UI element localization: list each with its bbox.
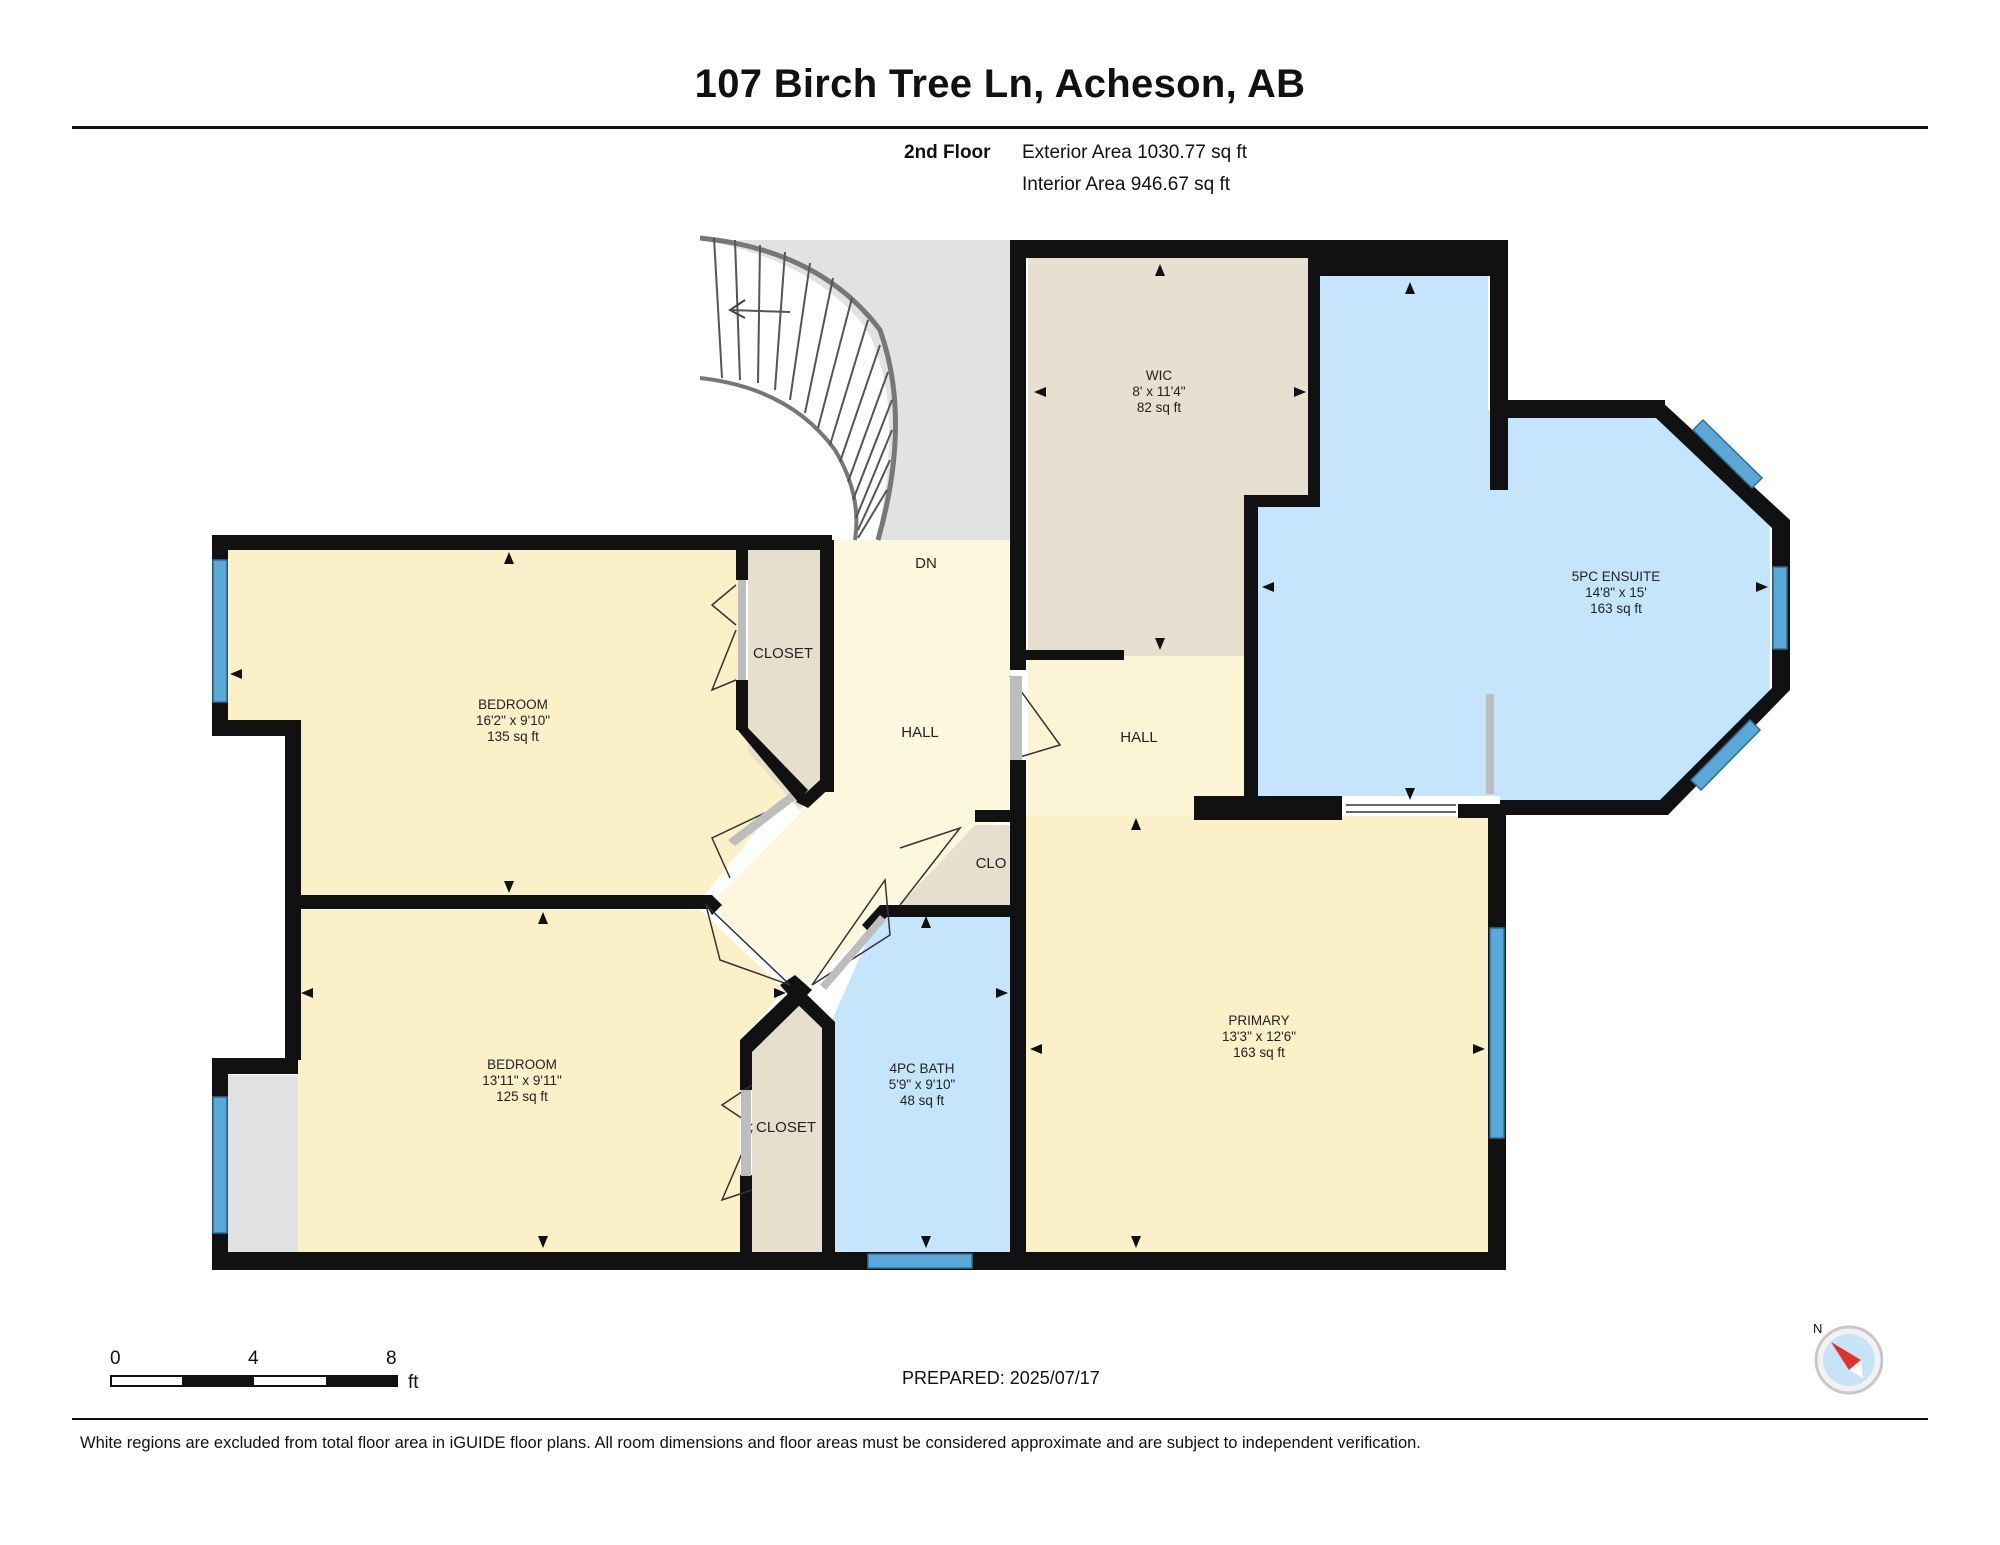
bedroom2-fill xyxy=(298,910,785,1252)
closet2-name: CLOSET xyxy=(756,1119,816,1136)
windows xyxy=(212,418,1788,1269)
scale-bar xyxy=(110,1375,398,1387)
ensuite-dims: 14'8" x 15' xyxy=(1585,585,1647,600)
exterior-area: Exterior Area 1030.77 sq ft xyxy=(1022,142,1247,163)
bedroom2-name: BEDROOM xyxy=(487,1057,557,1072)
room-labels: BEDROOM 16'2" x 9'10" 135 sq ft BEDROOM … xyxy=(476,368,1660,1136)
window-primary xyxy=(1489,927,1505,1139)
window-ensuite-bottom xyxy=(1689,718,1762,792)
scale-tick-0: 0 xyxy=(110,1348,121,1369)
bedroom2-dims: 13'11" x 9'11" xyxy=(482,1073,562,1088)
plan-title: 107 Birch Tree Ln, Acheson, AB xyxy=(694,62,1306,106)
primary-area: 163 sq ft xyxy=(1233,1045,1285,1060)
door-frames xyxy=(728,580,1494,1176)
ensuite-fill xyxy=(1258,276,1770,805)
stairs-dn-label: DN xyxy=(915,555,937,572)
closet1-name: CLOSET xyxy=(753,645,813,662)
hall1-name: HALL xyxy=(901,724,939,741)
window-ensuite-right xyxy=(1772,566,1788,650)
clo-fill xyxy=(900,825,1010,905)
ensuite-area: 163 sq ft xyxy=(1590,601,1642,616)
window-bath xyxy=(867,1253,973,1269)
window-bedroom2 xyxy=(212,1096,228,1234)
primary-dims: 13'3" x 12'6" xyxy=(1222,1029,1296,1044)
window-bedroom1 xyxy=(212,559,228,703)
compass-n-label: N xyxy=(1813,1321,1822,1336)
wic-area: 82 sq ft xyxy=(1137,400,1182,415)
bath-name: 4PC BATH xyxy=(889,1061,954,1076)
closet2-fill xyxy=(752,1002,822,1252)
hall2-name: HALL xyxy=(1120,729,1158,746)
scale-unit: ft xyxy=(408,1372,419,1393)
closet1-fill xyxy=(748,550,820,810)
primary-fill xyxy=(1026,816,1488,1252)
clo-name: CLO xyxy=(976,855,1007,872)
window-ensuite-top xyxy=(1691,418,1764,490)
floor-label: 2nd Floor xyxy=(904,142,991,163)
grey-alcove xyxy=(228,1075,298,1252)
prepared-date: PREPARED: 2025/07/17 xyxy=(902,1368,1100,1388)
room-fills xyxy=(228,240,1770,1252)
wic-dims: 8' x 11'4" xyxy=(1132,384,1185,399)
hall1-fill xyxy=(710,540,1010,990)
stairs-area-upper xyxy=(785,240,1010,540)
wic-name: WIC xyxy=(1146,368,1172,383)
scale-tick-8: 8 xyxy=(386,1348,397,1369)
disclaimer: White regions are excluded from total fl… xyxy=(80,1434,1421,1452)
doors xyxy=(704,584,1456,1202)
bedroom1-name: BEDROOM xyxy=(478,697,548,712)
bath-dims: 5'9" x 9'10" xyxy=(889,1077,956,1092)
north-compass-icon: N xyxy=(1813,1321,1883,1395)
dimension-arrows xyxy=(230,264,1768,1248)
bedroom1-area: 135 sq ft xyxy=(487,729,539,744)
header-divider xyxy=(72,126,1928,129)
bedroom1-dims: 16'2" x 9'10" xyxy=(476,713,550,728)
bedroom2-area: 125 sq ft xyxy=(496,1089,548,1104)
footer-divider xyxy=(72,1418,1928,1420)
scale-tick-4: 4 xyxy=(248,1348,259,1369)
bath-area: 48 sq ft xyxy=(900,1093,945,1108)
primary-name: PRIMARY xyxy=(1228,1013,1289,1028)
bedroom1-fill xyxy=(228,550,790,900)
hall2-fill xyxy=(1028,656,1246,816)
ensuite-name: 5PC ENSUITE xyxy=(1572,569,1661,584)
interior-area: Interior Area 946.67 sq ft xyxy=(1022,174,1231,195)
stair-treads xyxy=(699,235,898,541)
bath-fill xyxy=(832,912,1010,1252)
